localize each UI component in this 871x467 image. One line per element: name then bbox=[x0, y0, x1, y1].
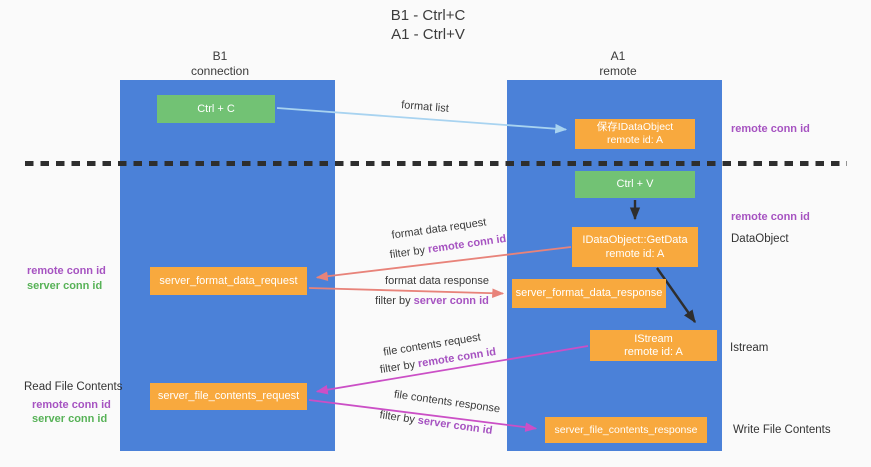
node-getdata-line2: remote id: A bbox=[605, 248, 665, 260]
arrow-format-data-response bbox=[308, 287, 505, 298]
arrow-file-contents-request bbox=[315, 345, 589, 395]
label-read-file-contents: Read File Contents bbox=[24, 381, 123, 393]
node-server-format-data-request: server_format_data_request bbox=[150, 267, 307, 295]
lane-a1-subtitle: remote bbox=[599, 64, 637, 78]
node-fmt-req-label: server_format_data_request bbox=[159, 274, 298, 287]
lane-header-a1: A1 remote bbox=[518, 49, 718, 79]
diagram-title: B1 - Ctrl+C A1 - Ctrl+V bbox=[338, 6, 518, 44]
arrow-format-list bbox=[276, 107, 568, 134]
lane-b1-title: B1 bbox=[212, 49, 228, 63]
lane-header-b1: B1 connection bbox=[120, 49, 320, 79]
arrow-file-contents-response bbox=[308, 399, 538, 432]
node-server-format-data-response: server_format_data_response bbox=[512, 279, 666, 308]
node-ctrl-c: Ctrl + C bbox=[157, 95, 275, 123]
label-left-server-conn-id-1: server conn id bbox=[27, 280, 103, 292]
server-conn-id-text: server conn id bbox=[413, 295, 489, 307]
label-dataobject: DataObject bbox=[731, 233, 789, 245]
node-idataobject-getdata: IDataObject::GetData remote id: A bbox=[572, 227, 698, 267]
arrow-format-data-request bbox=[315, 246, 572, 281]
label-left-remote-conn-id-2: remote conn id bbox=[32, 399, 111, 411]
node-save-line2: remote id: A bbox=[606, 134, 664, 146]
title-line1: B1 - Ctrl+C bbox=[390, 7, 466, 24]
filter-by-text: filter by bbox=[375, 295, 411, 307]
lane-a1-title: A1 bbox=[610, 49, 626, 63]
node-server-file-contents-request: server_file_contents_request bbox=[150, 383, 307, 410]
title-line2: A1 - Ctrl+V bbox=[391, 26, 465, 43]
node-ctrl-v: Ctrl + V bbox=[575, 171, 695, 198]
node-server-file-contents-response: server_file_contents_response bbox=[545, 417, 707, 443]
lane-b1-subtitle: connection bbox=[190, 64, 250, 78]
arrow-getdata-to-istream bbox=[656, 267, 696, 324]
node-istream-line1: IStream bbox=[634, 332, 673, 345]
node-fmt-resp-label: server_format_data_response bbox=[515, 287, 663, 299]
label-left-remote-conn-id-1: remote conn id bbox=[27, 265, 106, 277]
label-write-file-contents: Write File Contents bbox=[733, 424, 831, 436]
node-istream-line2: remote id: A bbox=[624, 345, 683, 358]
node-save-idataobject: 保存IDataObject remote id: A bbox=[575, 119, 695, 149]
label-remote-conn-id-mid: remote conn id bbox=[731, 211, 810, 223]
node-ctrl-v-label: Ctrl + V bbox=[616, 178, 654, 190]
label-filter-by-server-1: filter by server conn id bbox=[375, 295, 489, 307]
label-istream-side: Istream bbox=[730, 342, 769, 354]
node-file-resp-label: server_file_contents_response bbox=[554, 423, 698, 436]
node-file-req-label: server_file_contents_request bbox=[157, 390, 300, 402]
node-save-line1: 保存IDataObject bbox=[596, 121, 674, 133]
node-getdata-line1: IDataObject::GetData bbox=[582, 234, 688, 246]
label-left-server-conn-id-2: server conn id bbox=[32, 413, 108, 425]
label-remote-conn-id-top: remote conn id bbox=[731, 123, 810, 135]
node-istream: IStream remote id: A bbox=[590, 330, 717, 361]
label-format-data-response: format data response bbox=[385, 275, 489, 287]
node-ctrl-c-label: Ctrl + C bbox=[197, 102, 235, 115]
